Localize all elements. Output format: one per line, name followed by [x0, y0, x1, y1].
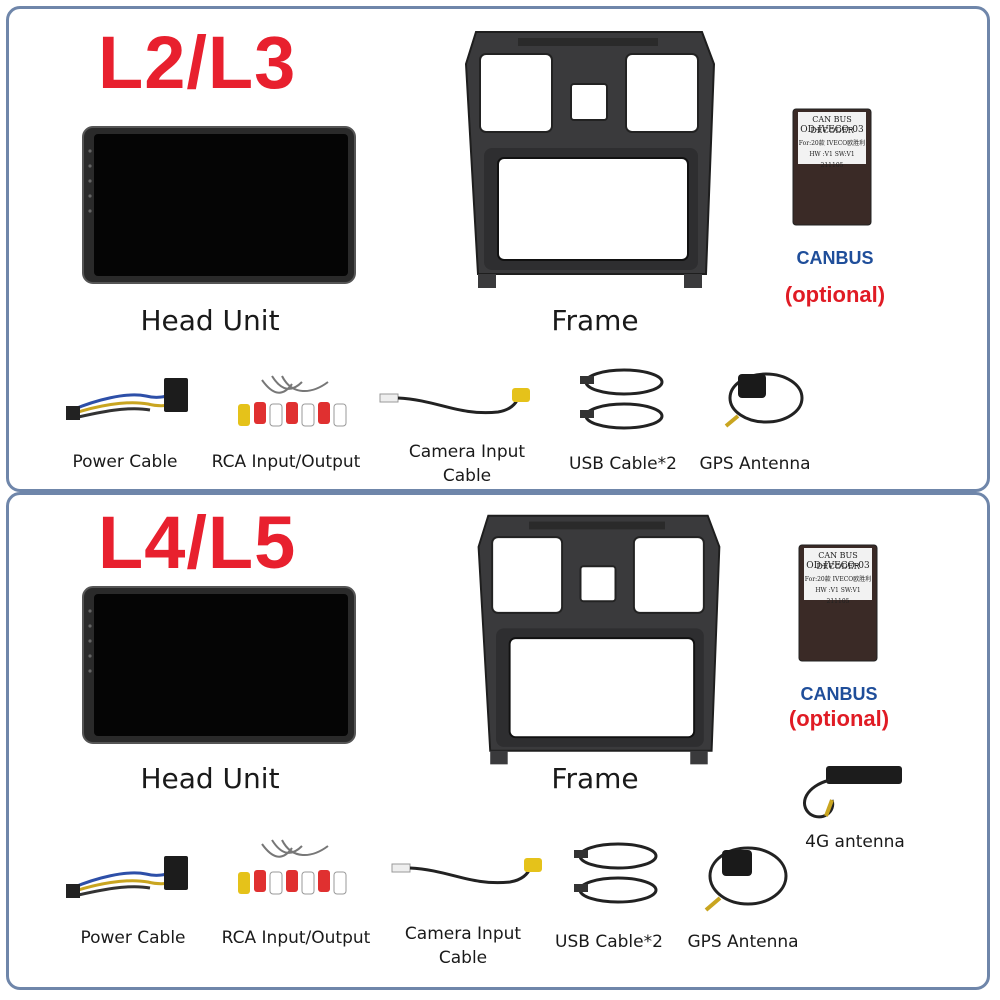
head-unit-label: Head Unit: [140, 304, 280, 337]
canbus-optional-note: (optional): [784, 282, 886, 307]
frame-image: [477, 514, 721, 765]
camera-cable-label-line1: Camera Input: [408, 442, 526, 462]
power-cable-image: [66, 378, 188, 420]
model-title: L4/L5: [98, 501, 297, 584]
canbus-title: CANBUS: [800, 684, 878, 704]
power-cable-label: Power Cable: [72, 452, 178, 472]
canbus-decoder-image: CAN BUS DECODER OD-IVECO-03 For:20款 IVEC…: [798, 544, 878, 662]
rca-cable-image: [238, 375, 347, 427]
camera-cable-image: [379, 388, 530, 415]
camera-cable-label-line2: Cable: [442, 466, 492, 486]
camera-cable-label-line2: Cable: [438, 948, 488, 968]
model-title: L2/L3: [98, 21, 297, 104]
canbus-decoder-image: CAN BUS DECODER OD-IVECO-03 For:20款 IVEC…: [792, 108, 872, 226]
frame-image: [464, 31, 716, 288]
gps-antenna-label: GPS Antenna: [699, 454, 811, 474]
power-cable-image: [66, 856, 188, 898]
canbus-optional-note: (optional): [788, 706, 890, 731]
4g-antenna-image: [803, 766, 902, 819]
usb-cable-label: USB Cable*2: [569, 454, 677, 474]
frame-label: Frame: [551, 762, 639, 795]
gps-antenna-label: GPS Antenna: [687, 932, 799, 952]
rca-cable-image: [238, 839, 347, 895]
head-unit-image: [82, 126, 356, 284]
frame-label: Frame: [551, 304, 639, 337]
head-unit-label: Head Unit: [140, 762, 280, 795]
camera-cable-label-line1: Camera Input: [404, 924, 522, 944]
gps-antenna-image: [724, 372, 804, 428]
rca-cable-label: RCA Input/Output: [221, 928, 371, 948]
4g-antenna-label: 4G antenna: [805, 832, 905, 852]
power-cable-label: Power Cable: [80, 928, 186, 948]
usb-cable-label: USB Cable*2: [555, 932, 663, 952]
usb-cable-image: [574, 842, 658, 904]
usb-cable-image: [580, 368, 664, 430]
rca-cable-label: RCA Input/Output: [211, 452, 361, 472]
head-unit-image: [82, 586, 356, 744]
camera-cable-image: [391, 858, 542, 885]
canbus-title: CANBUS: [796, 248, 874, 268]
gps-antenna-image: [704, 846, 788, 912]
